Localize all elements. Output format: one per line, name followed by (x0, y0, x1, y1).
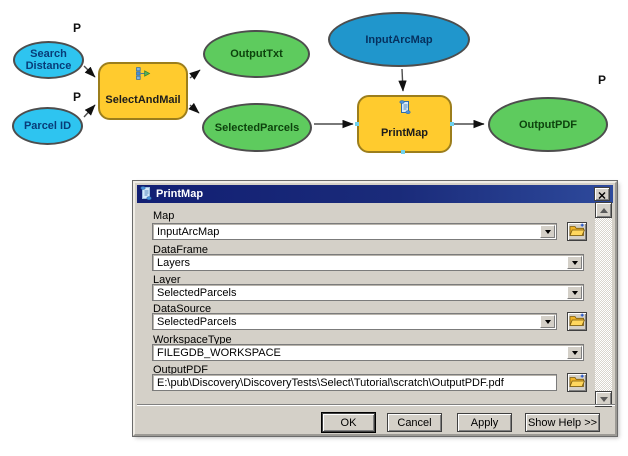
open-folder-icon (569, 374, 586, 391)
scroll-up-button[interactable] (595, 202, 612, 218)
connector-selectandmail-selectedparcels[interactable] (188, 102, 200, 114)
node-search-distance[interactable]: Search Distance (13, 41, 84, 79)
field-label-dataframe: DataFrame (153, 244, 209, 256)
node-output-pdf[interactable]: OutputPDF (488, 97, 608, 152)
input-value: E:\pub\Discovery\DiscoveryTests\Select\T… (157, 377, 504, 389)
param-marker-parcel-id: P (73, 90, 82, 104)
open-folder-icon (569, 313, 586, 330)
param-marker-search-distance: P (73, 21, 82, 35)
node-output-txt[interactable]: OutputTxt (203, 30, 310, 78)
combo-value: SelectedParcels (157, 287, 237, 299)
combo-value: SelectedParcels (157, 316, 237, 328)
close-button[interactable] (594, 187, 610, 201)
connector-arrows (83, 65, 485, 129)
node-label: Distance (25, 60, 72, 72)
script-icon (398, 100, 411, 114)
datasource-browse-button[interactable] (567, 312, 587, 331)
node-input-arc-map[interactable]: InputArcMap (328, 12, 470, 67)
workspacetype-combo[interactable]: FILEGDB_WORKSPACE (152, 344, 584, 361)
node-parcel-id[interactable]: Parcel ID (12, 107, 83, 145)
dialog-scrollbar[interactable] (595, 202, 612, 407)
chevron-down-icon (544, 229, 551, 234)
outputpdf-browse-button[interactable] (567, 373, 587, 392)
combo-value: InputArcMap (157, 226, 220, 238)
show-help-button[interactable]: Show Help >> (525, 413, 600, 432)
script-icon (140, 185, 152, 203)
field-label-layer: Layer (153, 274, 181, 286)
param-marker-output-pdf: P (598, 73, 607, 87)
node-label: PrintMap (380, 126, 429, 139)
dataframe-combo[interactable]: Layers (152, 254, 584, 271)
connector-selectandmail-outputtxt[interactable] (189, 69, 201, 80)
apply-button[interactable]: Apply (457, 413, 512, 432)
close-icon (598, 187, 606, 202)
node-label: InputArcMap (365, 33, 433, 46)
node-select-and-mail[interactable]: SelectAndMail (98, 62, 188, 120)
ok-button[interactable]: OK (321, 412, 376, 433)
node-print-map[interactable]: PrintMap (357, 95, 452, 153)
chevron-down-icon (571, 350, 578, 355)
chevron-up-icon (599, 207, 608, 213)
datasource-combo[interactable]: SelectedParcels (152, 313, 557, 330)
dialog-titlebar[interactable]: PrintMap (137, 185, 613, 203)
combo-value: FILEGDB_WORKSPACE (157, 347, 281, 359)
connector-parcelid-selectandmail[interactable] (83, 104, 96, 118)
node-selected-parcels[interactable]: SelectedParcels (202, 103, 312, 152)
map-browse-button[interactable] (567, 222, 587, 241)
dialog-divider (137, 404, 615, 406)
connector-inputarcmap-printmap[interactable] (398, 68, 407, 92)
outputpdf-input[interactable]: E:\pub\Discovery\DiscoveryTests\Select\T… (152, 374, 557, 391)
field-label-workspacetype: WorkspaceType (153, 334, 232, 346)
connection-anchor (401, 150, 405, 154)
node-label: SelectedParcels (214, 121, 300, 134)
scroll-down-button[interactable] (595, 391, 612, 407)
layer-combo[interactable]: SelectedParcels (152, 284, 584, 301)
dialog-title: PrintMap (156, 188, 204, 200)
model-icon (135, 67, 151, 81)
cancel-button[interactable]: Cancel (387, 413, 442, 432)
combo-value: Layers (157, 257, 191, 269)
dropdown-button[interactable] (540, 315, 555, 328)
open-folder-icon (569, 223, 586, 240)
model-diagram: P P P Search Distance Parcel ID Sel (0, 0, 628, 178)
field-label-datasource: DataSource (153, 303, 212, 315)
node-label: SelectAndMail (105, 93, 181, 106)
node-label: Parcel ID (23, 120, 72, 132)
chevron-down-icon (571, 260, 578, 265)
dropdown-button[interactable] (540, 225, 555, 238)
printmap-dialog: PrintMap Map InputArcMap DataFrame (133, 181, 617, 436)
dropdown-button[interactable] (567, 256, 582, 269)
chevron-down-icon (599, 396, 608, 402)
connection-anchor (355, 122, 359, 126)
field-label-outputpdf: OutputPDF (153, 364, 209, 376)
node-label: Search (30, 48, 67, 60)
connector-searchdistance-selectandmail[interactable] (83, 65, 96, 78)
chevron-down-icon (571, 290, 578, 295)
map-combo[interactable]: InputArcMap (152, 223, 557, 240)
scrollbar-track[interactable] (595, 218, 612, 391)
dropdown-button[interactable] (567, 286, 582, 299)
node-label: OutputPDF (518, 118, 578, 131)
chevron-down-icon (544, 319, 551, 324)
dropdown-button[interactable] (567, 346, 582, 359)
node-label: OutputTxt (230, 48, 283, 60)
connection-anchor (450, 122, 454, 126)
field-label-map: Map (153, 210, 175, 222)
